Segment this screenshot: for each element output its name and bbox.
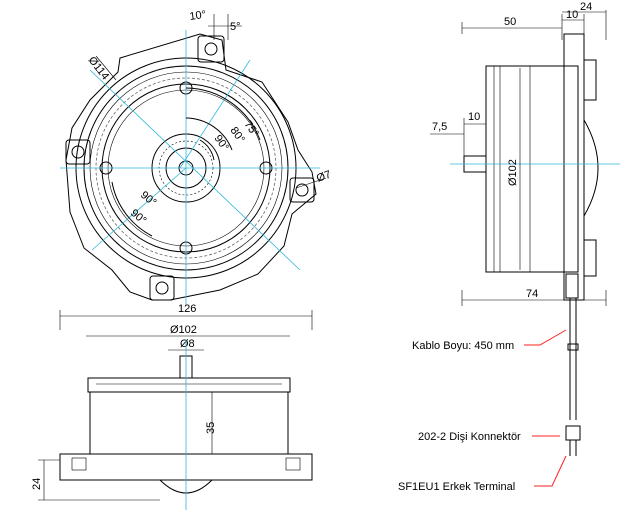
bottom-rotor-top — [87, 377, 291, 393]
center-line-diag-1 — [89, 69, 301, 271]
side-50-label: 50 — [504, 16, 516, 28]
bottom-35-label: 35 — [205, 422, 217, 434]
center-line-diag-3 — [91, 167, 187, 251]
arc-90-inner — [199, 139, 215, 161]
mount-hole-right — [295, 183, 309, 197]
leader-male-terminal — [534, 455, 567, 487]
arc-75 — [185, 87, 261, 141]
side-flange — [563, 33, 585, 301]
bottom-flange-slot-1 — [71, 457, 87, 471]
side-ear-1 — [583, 59, 597, 101]
mount-hole-bottom — [155, 281, 169, 295]
side-dia-102-label: Ø102 — [507, 159, 519, 186]
connector-body — [565, 425, 581, 441]
mount-hole-top — [204, 42, 218, 56]
angle-10-label: 10° — [189, 9, 207, 23]
arc-90-left — [111, 181, 153, 237]
dia-7-label: Ø7 — [315, 169, 333, 185]
side-10-shaft-label: 10 — [468, 111, 480, 123]
mount-ear-right — [289, 177, 315, 203]
angle-5-label: 5° — [230, 21, 241, 33]
male-terminal-label: SF1EU1 Erkek Terminal — [398, 481, 515, 493]
side-24-label: 24 — [580, 1, 592, 13]
leader-dia-114 — [95, 55, 117, 81]
mount-ear-bottom — [149, 275, 175, 301]
side-7-5-label: 7,5 — [432, 121, 447, 133]
side-ear-2 — [583, 239, 597, 277]
front-view: 10° 5° Ø114 75° 80° 90° 90° 90° Ø7 — [60, 9, 333, 305]
bottom-126-label: 126 — [178, 303, 196, 315]
flange-outline — [65, 33, 317, 301]
center-line-diag-2 — [179, 59, 251, 169]
cable-gland — [565, 273, 579, 299]
leader-cable-length — [524, 329, 567, 346]
mount-ear-top — [197, 35, 225, 63]
bottom-24-label: 24 — [31, 478, 43, 490]
side-dome — [583, 119, 599, 217]
mount-ear-left — [65, 139, 91, 165]
bottom-dia-102-label: Ø102 — [170, 324, 197, 336]
bottom-dia-8-label: Ø8 — [180, 338, 195, 350]
side-view: 50 10 24 7,5 10 Ø102 74 — [398, 1, 620, 493]
female-connector-label: 202-2 Dişi Konnektör — [418, 431, 521, 443]
bottom-motor-body — [89, 391, 289, 455]
leader-dia-7 — [295, 177, 327, 189]
side-10-top-label: 10 — [566, 9, 578, 21]
angle-90-c-label: 90° — [128, 207, 148, 227]
cable-sleeve — [567, 343, 579, 351]
angle-90-b-label: 90° — [138, 189, 158, 209]
side-74-label: 74 — [526, 288, 538, 300]
bottom-view: 126 Ø102 Ø8 35 24 — [31, 303, 313, 510]
cable-length-label: Kablo Boyu: 450 mm — [412, 340, 514, 352]
bottom-flange-slot-2 — [285, 457, 301, 471]
arc-80 — [185, 117, 233, 151]
